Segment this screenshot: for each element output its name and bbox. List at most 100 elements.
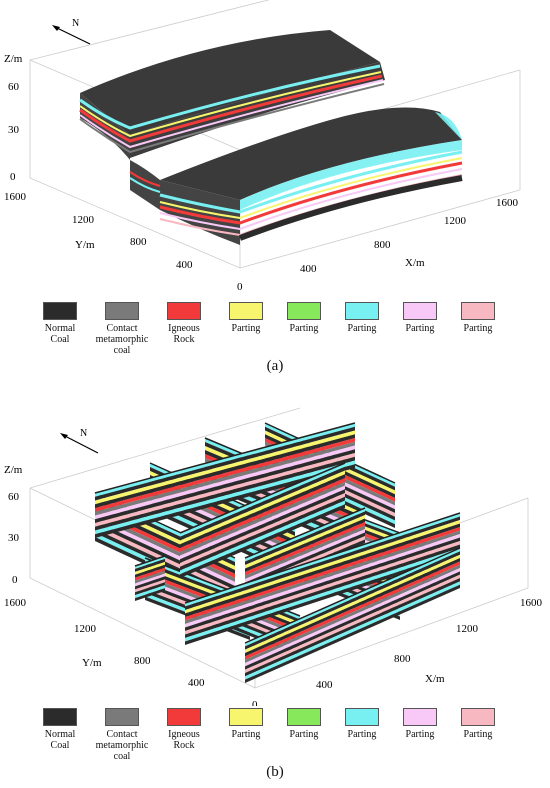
stratum-band [245, 532, 365, 586]
cross-section-grid [94, 422, 461, 683]
z-tick-30: 30 [8, 124, 20, 136]
stratum-band [245, 558, 460, 657]
y-tick-1200: 1200 [74, 623, 97, 635]
legend-item-parting-rose: Parting [446, 302, 510, 334]
caption-a: (a) [266, 358, 284, 374]
legend-item-igneous-rock: Igneous Rock [152, 302, 216, 345]
swatch-normal-coal [43, 708, 77, 726]
legend-label: Parting [289, 729, 319, 740]
stratum-band [185, 548, 460, 642]
x-tick-400: 400 [300, 263, 317, 275]
legend-item-parting-rose: Parting [446, 708, 510, 740]
legend-label: Parting [231, 323, 261, 334]
legend-a: Normal Coal Contact metamorphic coal Ign… [28, 302, 528, 362]
legend-item-parting-green: Parting [272, 302, 336, 334]
wall-top-edge [244, 547, 461, 644]
legend-item-parting-pink: Parting [388, 302, 452, 334]
swatch-igneous-rock [167, 302, 201, 320]
stratum-band [180, 496, 345, 571]
stratum-band [135, 588, 165, 601]
y-tick-400: 400 [188, 677, 205, 689]
stratum-band [95, 521, 235, 590]
x-axis-label: X/m [405, 257, 425, 269]
legend-b: Normal Coal Contact metamorphic coal Ign… [28, 708, 528, 768]
legend-label: Parting [289, 323, 319, 334]
stratum-band [185, 527, 460, 621]
legend-label: Parting [231, 729, 261, 740]
stratum-band [135, 564, 165, 578]
y-tick-800: 800 [134, 655, 151, 667]
stratum-band [245, 584, 460, 683]
legend-item-contact-coal: Contact metamorphic coal [90, 708, 154, 762]
panel-a: N [0, 0, 550, 380]
legend-item-parting-pink: Parting [388, 708, 452, 740]
x-tick-800: 800 [374, 239, 391, 251]
legend-label: Normal Coal [44, 323, 76, 345]
legend-label: Contact metamorphic coal [95, 323, 149, 356]
swatch-contact-coal [105, 708, 139, 726]
x-tick-1200: 1200 [444, 215, 467, 227]
wall-top-edge [179, 462, 346, 534]
stratum-band [245, 574, 460, 673]
swatch-parting-yellow [229, 708, 263, 726]
stratum-band [245, 548, 460, 647]
swatch-parting-rose [461, 708, 495, 726]
z-tick-60: 60 [8, 491, 20, 503]
section-wall-y6 [134, 555, 166, 601]
x-tick-1200: 1200 [456, 623, 479, 635]
stratum-band [185, 544, 460, 638]
swatch-parting-green [287, 302, 321, 320]
stratum-band [245, 581, 460, 680]
stratum-band [245, 571, 460, 670]
legend-label: Parting [347, 729, 377, 740]
legend-item-contact-coal: Contact metamorphic coal [90, 302, 154, 356]
stratum-band [95, 434, 355, 508]
x-tick-1600: 1600 [496, 197, 519, 209]
wall-top-edge [134, 555, 166, 567]
caption-b: (b) [266, 764, 284, 780]
origin-label: 0 [252, 699, 258, 706]
stratum-band [180, 478, 345, 552]
legend-label: Igneous Rock [168, 729, 200, 751]
stratum-band [95, 426, 355, 501]
panel-a-3d-view: N [4, 0, 521, 293]
stratum-band [135, 582, 165, 596]
stratum-band [245, 561, 460, 660]
stratum-band [245, 508, 365, 562]
stratum-band [185, 551, 460, 645]
stratum-band [185, 537, 460, 631]
stratum-band [135, 573, 165, 587]
stratum-band [135, 576, 165, 590]
origin-label: 0 [237, 281, 243, 293]
stratum-band [180, 470, 345, 545]
legend-label: Parting [405, 323, 435, 334]
stratum-band [95, 456, 355, 531]
y-tick-1200: 1200 [72, 214, 95, 226]
y-tick-800: 800 [130, 236, 147, 248]
stratum-band [185, 530, 460, 624]
legend-item-parting-cyan: Parting [330, 302, 394, 334]
stratum-band [185, 513, 460, 607]
stratum-band [180, 466, 345, 541]
swatch-parting-pink [403, 708, 437, 726]
stratum-band [135, 579, 165, 593]
stratum-band [135, 561, 165, 575]
z-axis-label: Z/m [4, 464, 23, 476]
stratum-band [135, 567, 165, 581]
north-arrow: N [52, 18, 91, 45]
upper-slab-strata [79, 62, 385, 158]
stratum-band [95, 445, 355, 520]
stratum-band [135, 558, 165, 572]
stratum-band [180, 463, 345, 537]
north-label: N [72, 18, 79, 29]
legend-label: Contact metamorphic coal [95, 729, 149, 762]
panel-b-axes: Z/m 60 30 0 1600 1200 Y/m 800 400 0 400 … [4, 464, 543, 711]
section-wall-y5 [244, 547, 461, 683]
panel-b-3d-view: N Z/m 60 30 0 1600 1200 Y/m 800 400 0 40… [4, 407, 543, 711]
stratum-band [95, 423, 355, 497]
z-tick-60: 60 [8, 81, 20, 93]
stratum-band [245, 551, 460, 650]
section-wall-y2 [179, 462, 346, 578]
legend-label: Igneous Rock [168, 323, 200, 345]
panel-a-axes: Z/m 60 30 0 1600 1200 Y/m 800 400 0 400 … [4, 53, 519, 293]
